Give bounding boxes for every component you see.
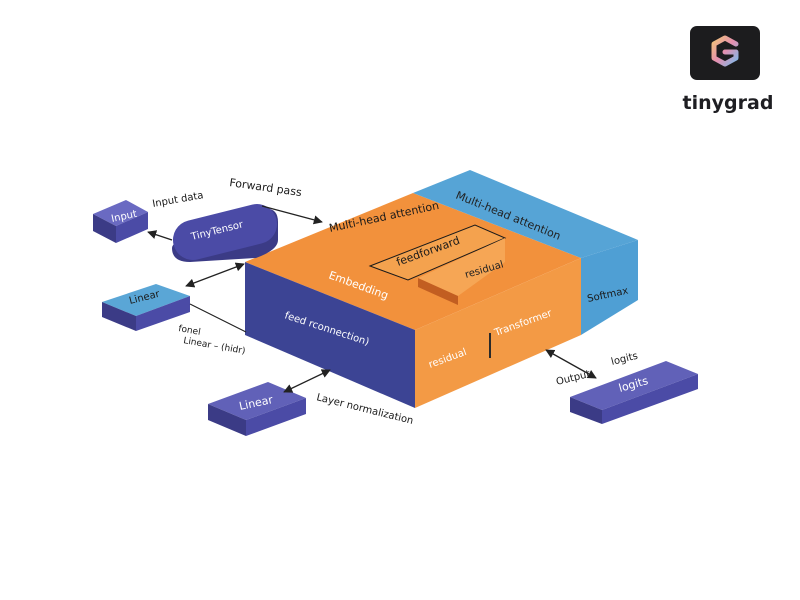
top-face-blue — [413, 170, 638, 258]
front-left-face — [245, 262, 415, 408]
front-right-face — [415, 258, 581, 408]
linear-block-2: Linear — [208, 382, 306, 436]
logits-block: logits — [570, 361, 698, 424]
arrow-forward-pass — [261, 205, 323, 225]
right-face-blue — [581, 240, 638, 335]
brand-logo — [690, 26, 760, 80]
arrow-linear1-box — [185, 262, 245, 288]
forward-annotation: Forward pass — [229, 176, 303, 199]
input-block: Input — [93, 200, 148, 243]
arrow-box-logits — [545, 349, 597, 379]
step-shadow — [418, 278, 458, 305]
residual-step — [418, 238, 505, 296]
input-annotation: Input data — [152, 190, 205, 210]
linear-annotation-a: fonel — [177, 324, 201, 338]
logits-annotation: logits — [610, 351, 639, 368]
input-block-label: Input — [110, 209, 138, 225]
linear-block-1: Linear — [102, 284, 190, 331]
tinygrad-logo-icon — [711, 35, 739, 67]
connector-linear1-box — [189, 303, 247, 333]
brand-name: tinygrad — [682, 92, 774, 114]
linear-annotation-b: Linear – (hidr) — [182, 336, 246, 357]
tinytensor-block: TinyTensor — [172, 204, 278, 262]
arrow-tinytensor-input — [147, 230, 173, 241]
arrow-linear2-box — [283, 369, 331, 393]
